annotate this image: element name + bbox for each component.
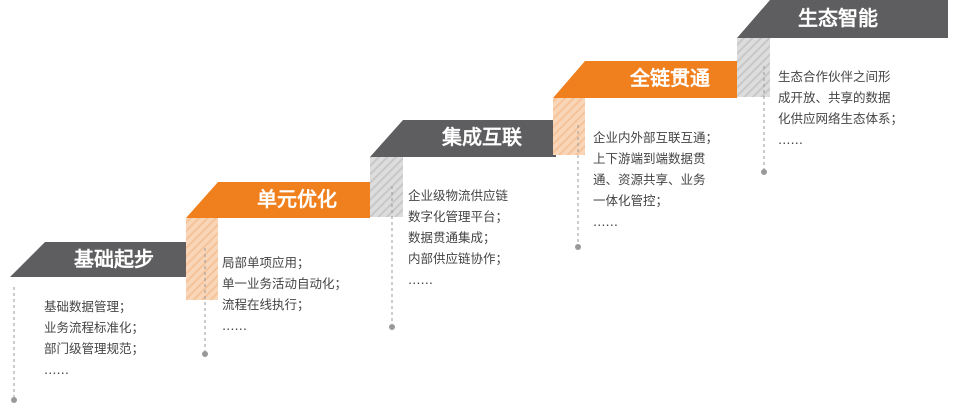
step-4-item: 一体化管控； [593, 193, 669, 208]
step-3-title: 集成互联 [442, 125, 522, 149]
step-1-bar [10, 242, 190, 277]
step-5-block [737, 0, 948, 97]
step-2-item: 流程在线执行； [222, 297, 310, 312]
step-3-item: 内部供应链协作； [408, 251, 509, 266]
step-4-item: 企业内外部互联互通； [593, 130, 719, 145]
step-3-description: 企业级物流供应链 数字化管理平台； 数据贯通集成； 内部供应链协作； …… [408, 185, 508, 290]
step-1-item: 部门级管理规范； [44, 341, 145, 356]
step-4-dot [575, 244, 581, 250]
step-2-title: 单元优化 [257, 187, 337, 211]
step-2-dot [202, 351, 208, 357]
step-1-description: 基础数据管理； 业务流程标准化； 部门级管理规范； …… [44, 296, 144, 380]
step-3-item: …… [408, 272, 433, 287]
step-4-block [553, 61, 737, 155]
step-2-item: 局部单项应用； [222, 255, 310, 270]
step-4-title: 全链贯通 [630, 66, 710, 90]
step-3-item: 数据贯通集成； [408, 230, 496, 245]
step-4-item: …… [593, 214, 618, 229]
step-1-item: …… [44, 362, 69, 377]
step-1-item: 基础数据管理； [44, 299, 132, 314]
step-2-block [186, 182, 370, 300]
step-2-description: 局部单项应用； 单一业务活动自动化； 流程在线执行； …… [222, 252, 347, 336]
step-2-bar [186, 182, 370, 218]
step-4-bar [553, 61, 737, 98]
step-4-description: 企业内外部互联互通； 上下游端到端数据贯 通、资源共享、业务 一体化管控； …… [593, 127, 718, 232]
step-5-item: …… [778, 132, 803, 147]
step-5-description: 生态合作伙伴之间形 成开放、共享的数据 化供应网络生态体系； …… [778, 66, 903, 150]
step-5-item: 生态合作伙伴之间形 [778, 69, 891, 84]
step-5-item: 成开放、共享的数据 [778, 90, 891, 105]
step-3-block [370, 120, 556, 217]
step-1-item: 业务流程标准化； [44, 320, 145, 335]
step-1-title: 基础起步 [74, 247, 154, 271]
step-3-item: 企业级物流供应链 [408, 188, 509, 203]
step-4-item: 上下游端到端数据贯 [593, 151, 706, 166]
step-3-bar [370, 120, 556, 157]
step-3-dot [389, 324, 395, 330]
step-4-item: 通、资源共享、业务 [593, 172, 706, 187]
step-5-bar [737, 0, 948, 38]
step-2-item: …… [222, 318, 247, 333]
step-2-face [186, 218, 218, 300]
step-3-item: 数字化管理平台； [408, 209, 509, 224]
step-2-item: 单一业务活动自动化； [222, 276, 348, 291]
step-5-title: 生态智能 [798, 6, 878, 30]
step-4-face [553, 98, 585, 155]
step-3-face [370, 157, 403, 217]
step-1-dot [11, 397, 17, 403]
step-1-block [10, 242, 190, 277]
step-5-item: 化供应网络生态体系； [778, 111, 904, 126]
step-5-dot [761, 169, 767, 175]
step-5-face [737, 38, 770, 97]
